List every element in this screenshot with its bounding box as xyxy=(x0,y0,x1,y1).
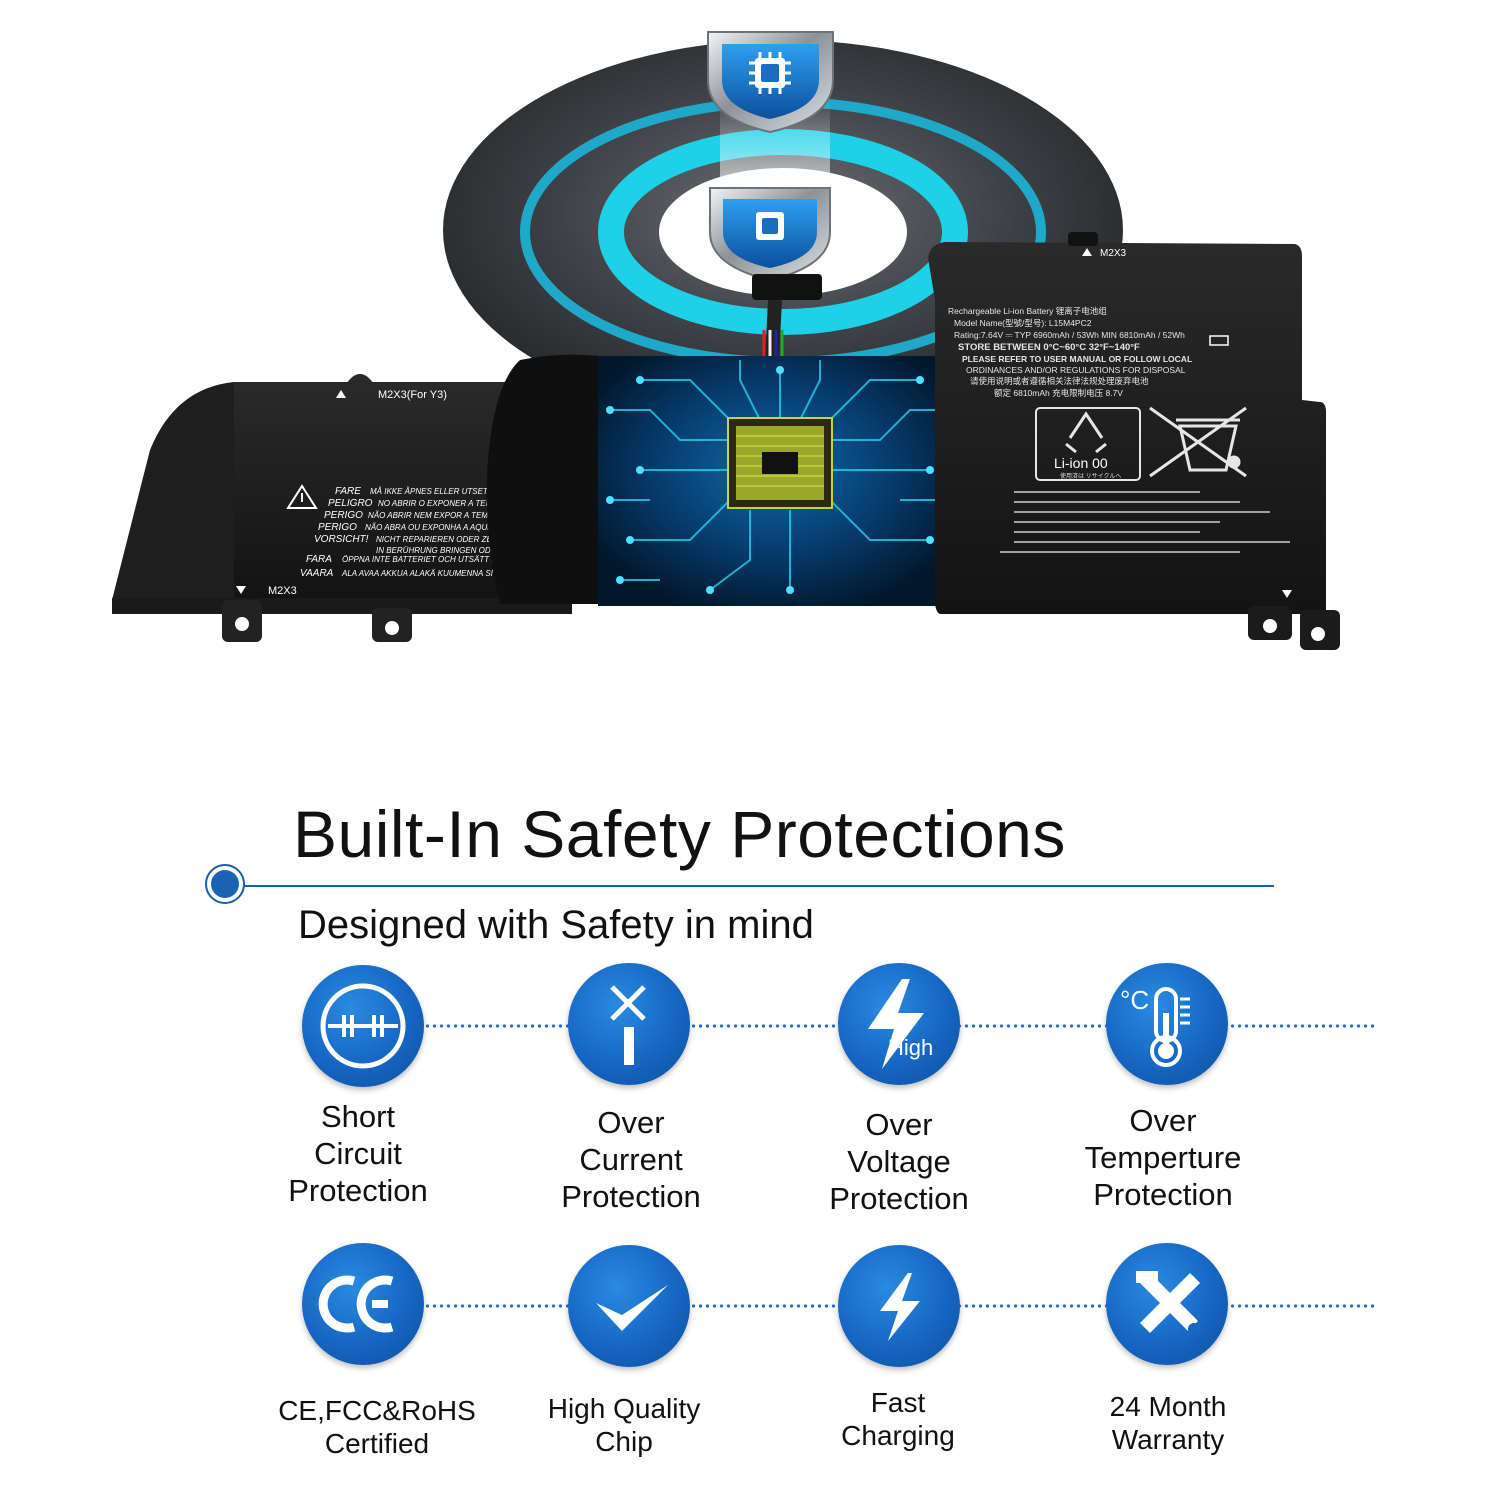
short-circuit-icon xyxy=(302,965,424,1087)
recycle-icon: Li-ion 00 使用済は リサイクルへ xyxy=(1035,407,1141,481)
heading-divider xyxy=(226,885,1274,887)
warning-text-0: MÅ IKKE ÅPNES ELLER UTSETTES F... xyxy=(370,487,516,496)
over-temperature-label: Over Temperture Protection xyxy=(1084,1103,1242,1212)
circuit-traces xyxy=(610,360,945,591)
label-line-3: STORE BETWEEN 0°C~60°C 32°F~140°F xyxy=(958,342,1140,353)
warning-text-6: ÖPPNA INTE BATTERIET OCH UTSÄTT DET INTE… xyxy=(342,555,574,564)
fast-charging-label: Fast Charging xyxy=(841,1387,955,1451)
battery-symbol-icon xyxy=(1209,335,1229,346)
over-voltage-label: Over Voltage Protection xyxy=(829,1107,969,1216)
page-title: Built-In Safety Protections xyxy=(293,797,1066,871)
shield-icon-center xyxy=(709,187,831,282)
over-current-label: Over Current Protection xyxy=(561,1105,701,1214)
warning-triangle-icon xyxy=(286,484,318,509)
tools-icon xyxy=(1106,1243,1228,1365)
lightning-icon xyxy=(838,1245,960,1367)
warning-code-7: VAARA xyxy=(300,568,334,579)
battery-cell-right: M2X3 Rechargeable Li-ion Battery 锂离子电池组 … xyxy=(928,232,1353,650)
label-line-6: 请使用说明或者遵循相关法律法规处理废弃电池 xyxy=(970,376,1149,386)
thermometer-icon: °C xyxy=(1106,963,1228,1085)
label-line-7: 额定 6810mAh 充电限制电压 8.7V xyxy=(994,388,1123,398)
battery-cell-left: M2X3(For Y3) M2X3 FARE MÅ IKKE ÅPNES ELL… xyxy=(112,374,580,642)
warning-text-5: IN BERÜHRUNG BRINGEN ODER ÜBER 10... xyxy=(376,546,544,555)
celsius-badge: °C xyxy=(1120,985,1150,1015)
label-line-0: Rechargeable Li-ion Battery 锂离子电池组 xyxy=(948,306,1107,316)
right-cell-bottom-marking: M2X3 xyxy=(1326,588,1353,599)
warning-text-1: NO ABRIR O EXPONER A TEMPERATU... xyxy=(378,499,531,508)
label-line-2: Rating:7.64V ⎓ TYP 6960mAh / 53Wh MIN 68… xyxy=(954,330,1185,340)
warning-text-4: NICHT REPARIEREN ODER ZERLEGEN,... xyxy=(376,535,534,544)
certified-label: CE,FCC&RoHS Certified xyxy=(278,1395,476,1459)
warning-text-7: ALA AVAA AKKUA ALAKÄ KUUMENNA SITÄ YLI 1… xyxy=(341,569,580,578)
right-cell-top-marking: M2X3 xyxy=(1100,248,1127,259)
warning-code-0: FARE xyxy=(335,486,361,497)
label-line-1: Model Name(型號/型号): L15M4PC2 xyxy=(954,318,1092,328)
left-cell-bottom-marking: M2X3 xyxy=(268,585,297,597)
warning-text-3: NÃO ABRA OU EXPONHA A AQUECIMENTO xyxy=(365,523,529,532)
battery-hero-illustration: M2X3(For Y3) M2X3 FARE MÅ IKKE ÅPNES ELL… xyxy=(112,31,1353,650)
label-line-5: ORDINANCES AND/OR REGULATIONS FOR DISPOS… xyxy=(966,365,1186,375)
left-cell-top-marking: M2X3(For Y3) xyxy=(378,389,447,401)
warning-code-2: PERIGO xyxy=(324,510,363,521)
warning-code-4: VORSICHT! xyxy=(314,534,369,545)
svg-text:Li-ion 00: Li-ion 00 xyxy=(1054,455,1108,471)
warning-code-1: PELIGRO xyxy=(328,498,373,509)
ce-mark-icon xyxy=(302,1243,424,1365)
page-subtitle: Designed with Safety in mind xyxy=(298,903,814,947)
quality-chip-label: High Quality Chip xyxy=(547,1393,701,1457)
high-voltage-icon: High xyxy=(838,963,960,1085)
divider-dot-inner xyxy=(211,870,239,898)
crossed-bin-icon xyxy=(1149,406,1247,478)
warning-text-2: NÃO ABRIR NEM EXPOR A TEMPERATURAS xyxy=(368,511,537,520)
checkmark-icon xyxy=(568,1245,690,1367)
label-line-4: PLEASE REFER TO USER MANUAL OR FOLLOW LO… xyxy=(962,354,1192,364)
shield-icon-top xyxy=(707,31,834,134)
warning-code-6: FARA xyxy=(306,554,332,565)
over-current-icon xyxy=(568,963,690,1085)
warranty-label: 24 Month Warranty xyxy=(1109,1391,1227,1455)
high-badge: High xyxy=(888,1035,934,1060)
svg-text:使用済は リサイクルへ: 使用済は リサイクルへ xyxy=(1060,472,1121,480)
warning-code-3: PERIGO xyxy=(318,522,357,533)
short-circuit-label: Short Circuit Protection xyxy=(288,1099,428,1208)
